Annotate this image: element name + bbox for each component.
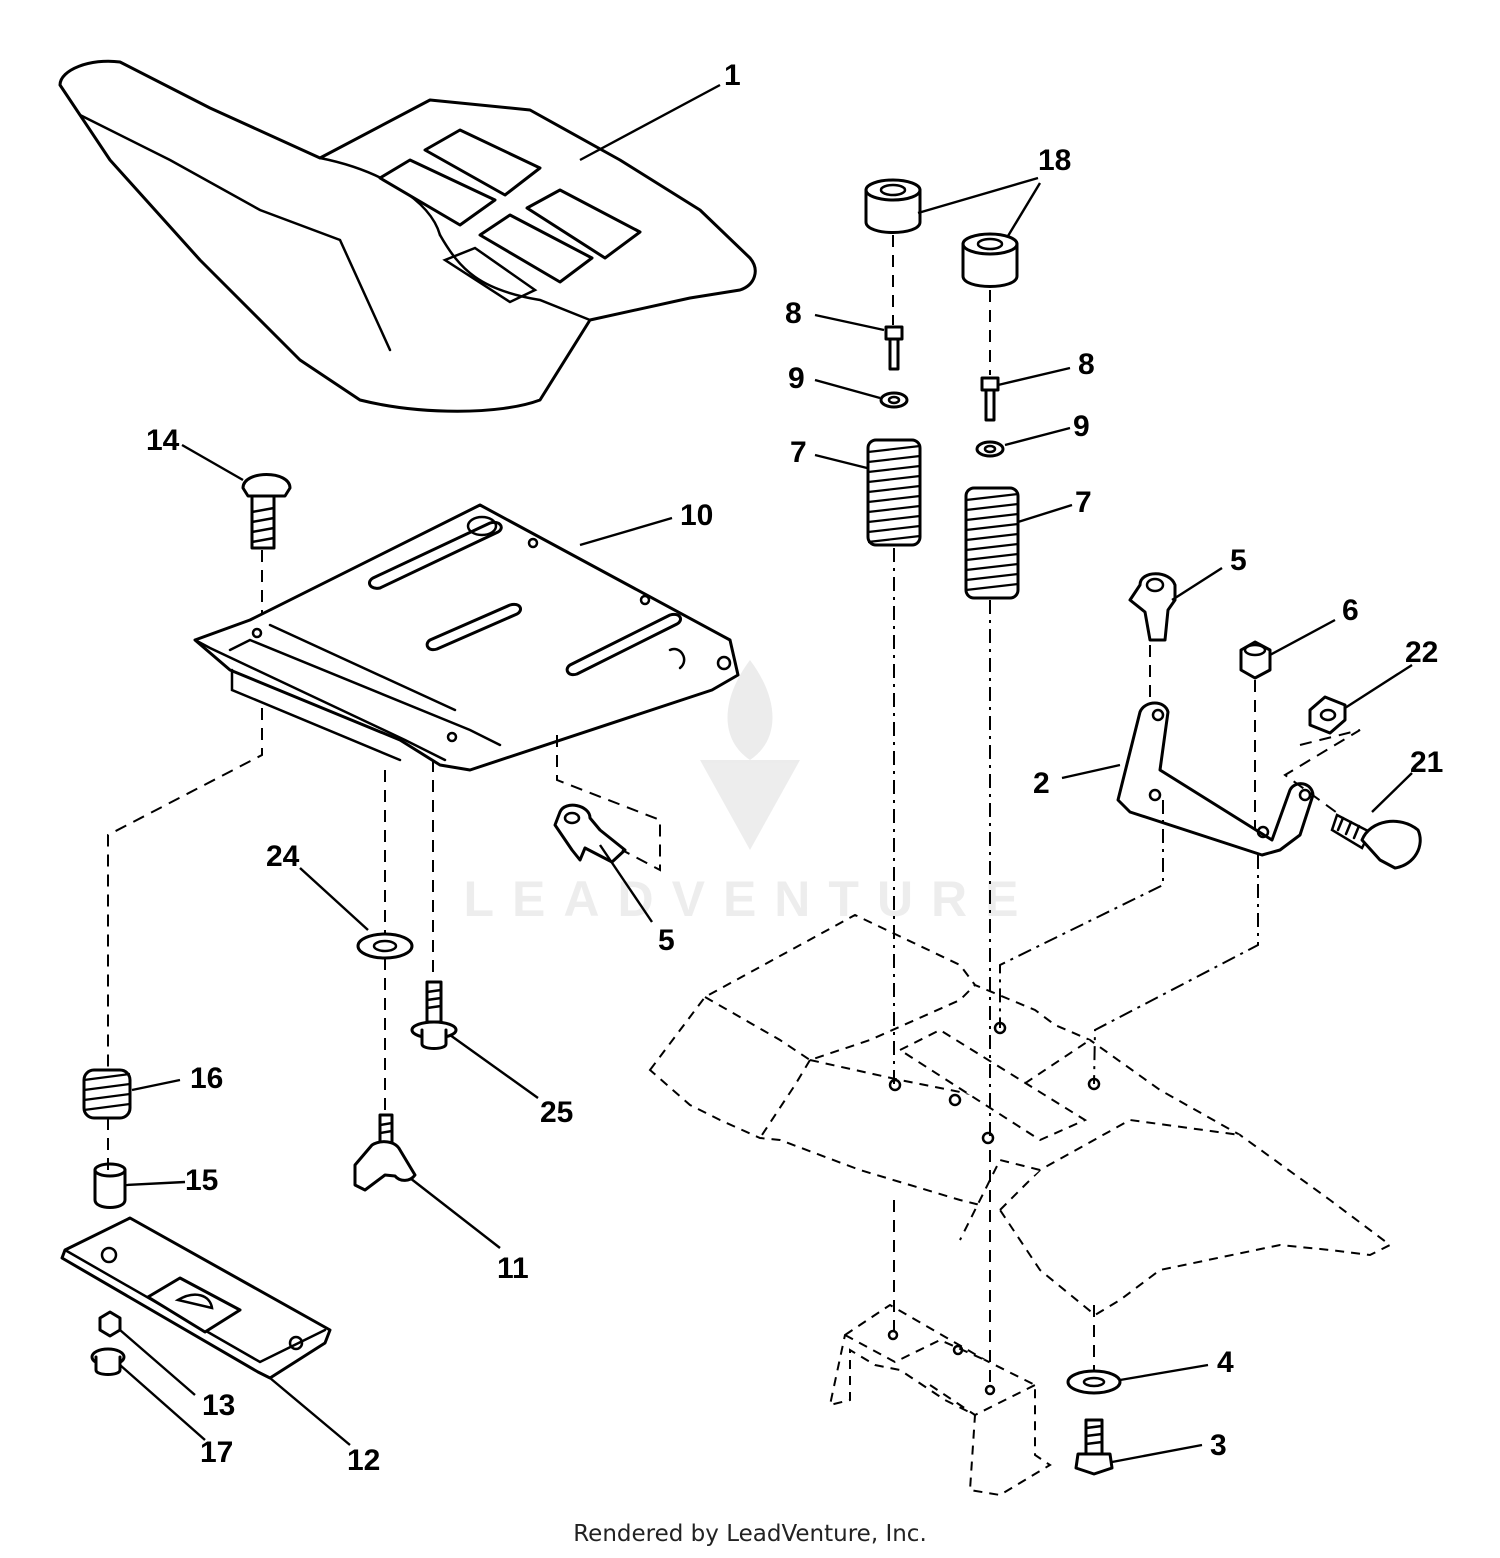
shoulder-bolt-part	[1330, 813, 1422, 870]
callout-9-right: 9	[1073, 410, 1090, 443]
callout-3: 3	[1210, 1429, 1227, 1462]
bracket-part	[1116, 701, 1315, 857]
leader-lines	[119, 83, 1413, 1464]
callout-4: 4	[1217, 1346, 1234, 1379]
callout-24: 24	[266, 840, 300, 873]
spring-left-part	[866, 438, 922, 547]
callout-21: 21	[1410, 746, 1443, 779]
callout-25: 25	[540, 1096, 573, 1129]
callout-numbers: 1 2 3 4 5 5 6 7 7 8 8 9 9 10 11 12 13 14…	[146, 59, 1443, 1477]
callout-7-right: 7	[1075, 486, 1092, 519]
callout-8-left: 8	[785, 297, 802, 330]
clip-left-part	[553, 803, 627, 864]
small-nut-part	[98, 1310, 122, 1338]
washer-lower-part	[1066, 1369, 1122, 1395]
callout-11: 11	[497, 1252, 529, 1285]
nut-part	[1308, 695, 1347, 735]
frame-bracket-outline	[828, 1303, 1052, 1497]
callout-7-left: 7	[790, 436, 807, 469]
callout-17: 17	[200, 1436, 233, 1469]
footer-credit: Rendered by LeadVenture, Inc.	[573, 1521, 927, 1547]
screw-left-part	[884, 325, 904, 371]
callout-14: 14	[146, 424, 180, 457]
callout-18: 18	[1038, 144, 1071, 177]
washer-right-part	[975, 440, 1005, 458]
callout-22: 22	[1405, 636, 1438, 669]
spacer-right-part	[961, 232, 1019, 288]
callout-5-right: 5	[1230, 544, 1247, 577]
callout-2: 2	[1033, 767, 1050, 800]
flat-washer-part	[356, 932, 414, 960]
callout-16: 16	[190, 1062, 223, 1095]
seat-part	[58, 59, 757, 413]
watermark-text: LEADVENTURE	[463, 871, 1037, 927]
callout-9-left: 9	[788, 362, 805, 395]
hex-bolt-part	[1074, 1418, 1114, 1476]
carriage-bolt-part	[241, 473, 292, 550]
adjustment-plate-part	[60, 1216, 332, 1380]
knob-part	[353, 1113, 417, 1192]
callout-5-left: 5	[658, 924, 675, 957]
callout-8-right: 8	[1078, 348, 1095, 381]
tractor-frame-outline	[648, 913, 1392, 1317]
callout-13: 13	[202, 1389, 235, 1422]
bushing-part	[93, 1162, 127, 1209]
callout-6: 6	[1342, 594, 1359, 627]
small-spring-part	[82, 1068, 132, 1120]
leadventure-logo-icon	[700, 660, 800, 850]
seat-pan-part	[193, 503, 740, 772]
washer-left-part	[879, 391, 909, 409]
clip-right-part	[1128, 572, 1177, 642]
lock-nut-part	[1239, 640, 1272, 680]
assembly-lines	[107, 235, 1361, 1390]
callout-10: 10	[680, 499, 713, 532]
callout-15: 15	[185, 1164, 218, 1197]
flange-nut-part	[90, 1347, 126, 1376]
callout-12: 12	[347, 1444, 380, 1477]
spacer-left-part	[864, 178, 922, 234]
callout-1: 1	[724, 59, 741, 92]
flange-bolt-part	[410, 980, 458, 1050]
spring-right-part	[964, 486, 1020, 600]
screw-right-part	[980, 376, 1000, 422]
